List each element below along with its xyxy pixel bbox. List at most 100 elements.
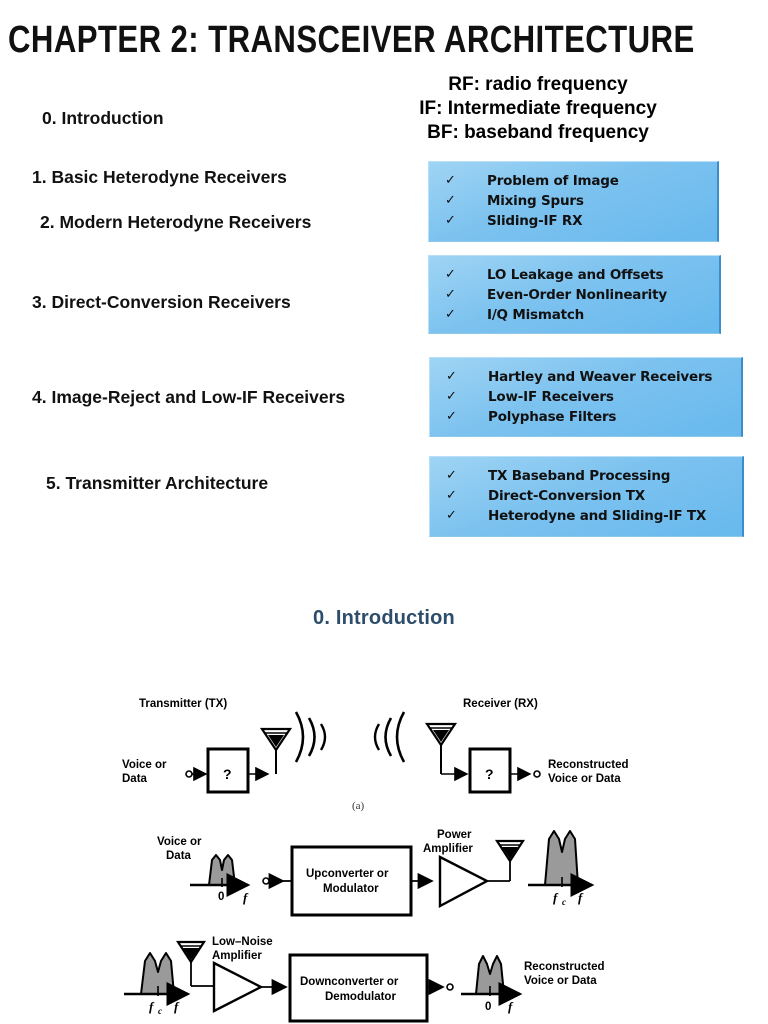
b-output-axis-label: f xyxy=(578,890,584,905)
topic-label: Even-Order Nonlinearity xyxy=(487,287,667,303)
topic-label: Direct-Conversion TX xyxy=(488,488,645,504)
low-noise-amplifier-icon xyxy=(212,961,264,1013)
lna-label-line2: Amplifier xyxy=(212,950,262,962)
outline-item-4-image-reject-and-low-if-receivers[interactable]: 4. Image-Reject and Low-IF Receivers xyxy=(32,387,346,407)
downconverter-label-line1: Downconverter or xyxy=(300,976,399,988)
c-output-axis-label: f xyxy=(508,999,514,1014)
list-item[interactable]: ✓ Heterodyne and Sliding-IF TX xyxy=(436,506,736,526)
c-antenna-icon xyxy=(175,940,214,987)
c-output-center-label: 0 xyxy=(485,1001,491,1013)
topic-label: Sliding-IF RX xyxy=(487,213,583,229)
list-item[interactable]: ✓ Low-IF Receivers xyxy=(436,387,735,407)
list-item[interactable]: ✓ Polyphase Filters xyxy=(436,407,735,427)
check-icon: ✓ xyxy=(445,213,456,228)
c-output-label-line1: Reconstructed xyxy=(524,961,605,973)
topic-label: Problem of Image xyxy=(487,173,619,189)
check-icon: ✓ xyxy=(446,488,457,503)
topic-label: Polyphase Filters xyxy=(488,409,617,425)
b-antenna-icon xyxy=(494,839,526,864)
topic-list: ✓ LO Leakage and Offsets ✓ Even-Order No… xyxy=(435,265,713,325)
b-output-center-sub: c xyxy=(562,897,566,907)
topic-box-direct-conversion[interactable]: ✓ LO Leakage and Offsets ✓ Even-Order No… xyxy=(428,255,721,334)
figure-part-b: Voice or Data 0 f Upconverter or Modula xyxy=(157,829,595,917)
topic-box-transmitter[interactable]: ✓ TX Baseband Processing ✓ Direct-Conver… xyxy=(429,456,744,537)
check-icon: ✓ xyxy=(446,389,457,404)
topic-box-image-reject[interactable]: ✓ Hartley and Weaver Receivers ✓ Low-IF … xyxy=(429,357,743,437)
rx-output-port-icon xyxy=(533,770,541,778)
legend-line-rf: RF: radio frequency xyxy=(448,74,628,95)
tx-input-label-line1: Voice or xyxy=(122,759,167,771)
b-input-spectrum: 0 f xyxy=(190,854,251,905)
b-output-center-label: f xyxy=(553,890,559,905)
tx-block xyxy=(206,747,250,794)
topic-label: LO Leakage and Offsets xyxy=(487,267,664,283)
check-icon: ✓ xyxy=(445,173,456,188)
topic-label: Hartley and Weaver Receivers xyxy=(488,369,713,385)
check-icon: ✓ xyxy=(445,287,456,302)
outline-item-3-direct-conversion-receivers[interactable]: 3. Direct-Conversion Receivers xyxy=(32,292,291,312)
topic-label: Mixing Spurs xyxy=(487,193,584,209)
rx-title: Receiver (RX) xyxy=(463,698,538,710)
c-output-port-icon xyxy=(446,983,454,991)
tx-block-label: ? xyxy=(223,766,232,782)
topic-label: Low-IF Receivers xyxy=(488,389,614,405)
topic-list: ✓ Hartley and Weaver Receivers ✓ Low-IF … xyxy=(436,367,735,427)
c-input-axis-label: f xyxy=(174,999,180,1014)
pa-label-line1: Power xyxy=(437,829,472,841)
downconverter-label-line2: Demodulator xyxy=(325,991,396,1003)
b-output-spectrum: f c f xyxy=(528,830,595,907)
check-icon: ✓ xyxy=(446,369,457,384)
list-item[interactable]: ✓ Even-Order Nonlinearity xyxy=(435,285,713,305)
upconverter-block xyxy=(290,845,413,917)
rx-radio-waves-icon xyxy=(373,711,406,763)
figure-part-c: f c f Low–Noise Amplifier xyxy=(124,936,605,1023)
topic-label: I/Q Mismatch xyxy=(487,307,585,323)
b-input-port-icon xyxy=(262,877,270,885)
list-item[interactable]: ✓ I/Q Mismatch xyxy=(435,305,713,325)
outline-item-1-basic-heterodyne-receivers[interactable]: 1. Basic Heterodyne Receivers xyxy=(32,167,287,187)
c-input-spectrum: f c f xyxy=(124,952,191,1016)
rx-output-label-line1: Reconstructed xyxy=(548,759,629,771)
upconverter-label-line1: Upconverter or xyxy=(306,868,389,880)
figure-part-a: Transmitter (TX) Receiver (RX) Voice or … xyxy=(122,698,629,812)
check-icon: ✓ xyxy=(446,409,457,424)
topic-label: TX Baseband Processing xyxy=(488,468,671,484)
c-input-center-sub: c xyxy=(158,1006,162,1016)
check-icon: ✓ xyxy=(445,307,456,322)
tx-title: Transmitter (TX) xyxy=(139,698,227,710)
list-item[interactable]: ✓ Hartley and Weaver Receivers xyxy=(436,367,735,387)
list-item[interactable]: ✓ LO Leakage and Offsets xyxy=(435,265,713,285)
list-item[interactable]: ✓ TX Baseband Processing xyxy=(436,466,736,486)
outline-item-5-transmitter-architecture[interactable]: 5. Transmitter Architecture xyxy=(46,473,269,493)
b-spectrum-center-label: 0 xyxy=(218,891,224,903)
list-item[interactable]: ✓ Mixing Spurs xyxy=(435,191,711,211)
legend-line-if: IF: Intermediate frequency xyxy=(419,98,657,119)
check-icon: ✓ xyxy=(445,267,456,282)
c-input-center-label: f xyxy=(149,999,155,1014)
list-item[interactable]: ✓ Sliding-IF RX xyxy=(435,211,711,231)
pa-label-line2: Amplifier xyxy=(423,843,473,855)
topic-label: Heterodyne and Sliding-IF TX xyxy=(488,508,707,524)
check-icon: ✓ xyxy=(445,193,456,208)
downconverter-block xyxy=(288,953,429,1023)
abbreviation-legend: RF: radio frequency IF: Intermediate fre… xyxy=(398,73,678,145)
lna-label-line1: Low–Noise xyxy=(212,936,273,948)
outline-item-0-introduction[interactable]: 0. Introduction xyxy=(42,108,164,128)
transceiver-block-diagram: Transmitter (TX) Receiver (RX) Voice or … xyxy=(0,668,768,1024)
list-item[interactable]: ✓ Direct-Conversion TX xyxy=(436,486,736,506)
list-item[interactable]: ✓ Problem of Image xyxy=(435,171,711,191)
rx-block-label: ? xyxy=(485,766,494,782)
topic-box-heterodyne[interactable]: ✓ Problem of Image ✓ Mixing Spurs ✓ Slid… xyxy=(428,161,719,242)
b-input-label-line1: Voice or xyxy=(157,836,202,848)
tx-input-label-line2: Data xyxy=(122,773,148,785)
outline-item-2-modern-heterodyne-receivers[interactable]: 2. Modern Heterodyne Receivers xyxy=(40,212,312,232)
c-output-spectrum: 0 f xyxy=(461,955,523,1014)
rx-block xyxy=(468,747,512,794)
page-title: CHAPTER 2: TRANSCEIVER ARCHITECTURE xyxy=(8,19,695,61)
tx-input-port-icon xyxy=(185,770,193,778)
tx-antenna-icon xyxy=(259,727,293,774)
legend-line-bf: BF: baseband frequency xyxy=(427,122,649,143)
section-heading: 0. Introduction xyxy=(313,607,455,629)
rx-antenna-icon xyxy=(424,722,458,774)
